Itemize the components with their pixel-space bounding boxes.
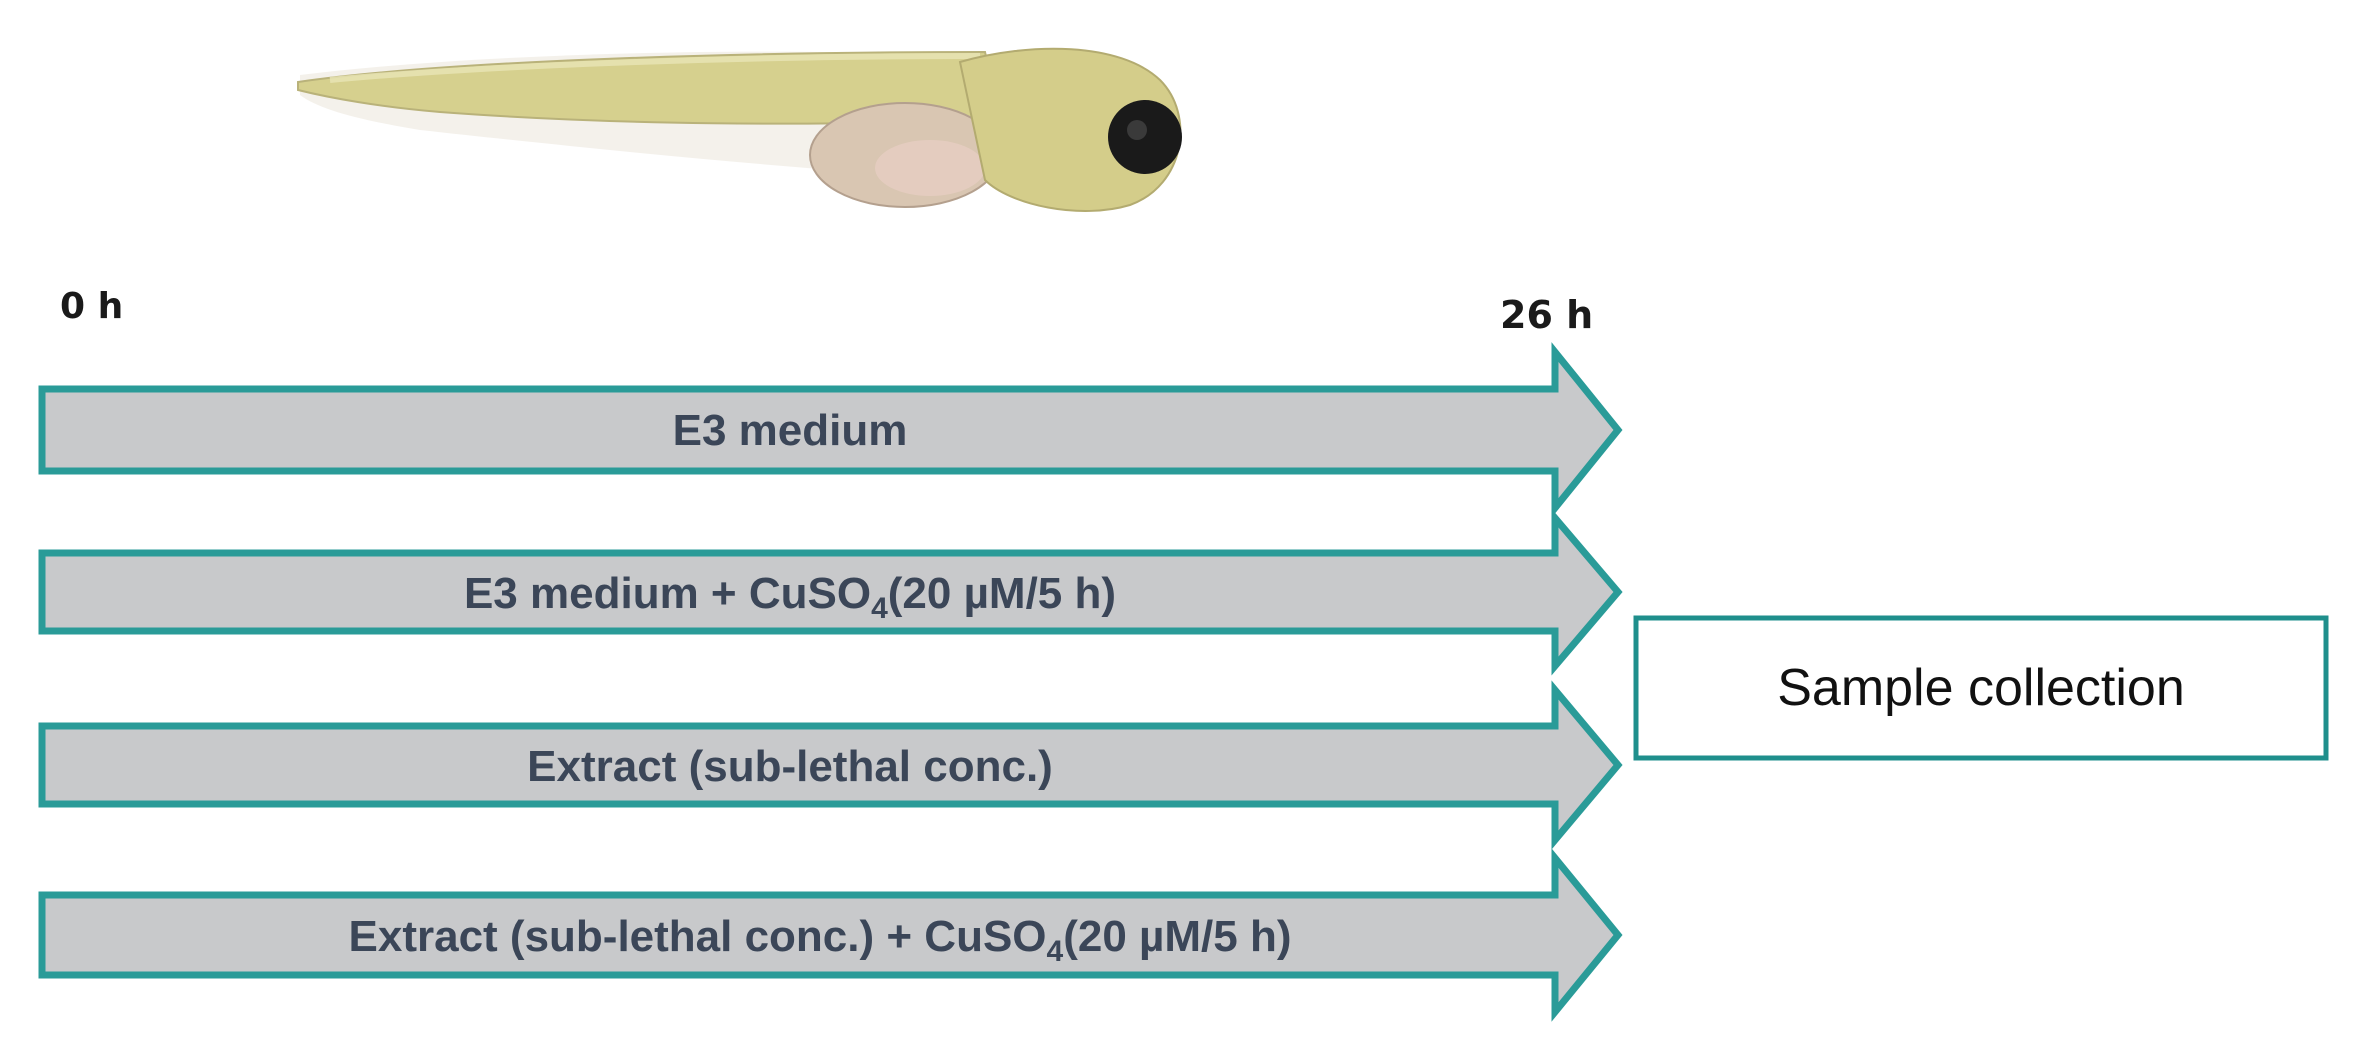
treatment-label-2: Extract (sub-lethal conc.) — [527, 742, 1053, 791]
treatment-label-1-part-1: 4 — [871, 592, 888, 625]
timeline-start-label: 0 h — [60, 286, 123, 327]
sample-collection-label: Sample collection — [1777, 659, 2185, 717]
treatment-label-3: Extract (sub-lethal conc.) + CuSO4(20 µM… — [349, 912, 1292, 968]
treatment-label-1-part-2: (20 µM/5 h) — [888, 569, 1116, 618]
treatment-label-0: E3 medium — [673, 406, 908, 455]
treatment-arrow-2: Extract (sub-lethal conc.) — [38, 680, 1623, 850]
treatment-label-0-part-0: E3 medium — [673, 406, 908, 455]
treatment-label-1-part-0: E3 medium + CuSO — [464, 569, 871, 618]
treatment-arrow-1: E3 medium + CuSO4(20 µM/5 h) — [38, 508, 1623, 676]
treatment-arrow-0: E3 medium — [38, 342, 1623, 518]
treatment-label-3-part-0: Extract (sub-lethal conc.) + CuSO — [349, 912, 1047, 961]
treatment-label-3-part-1: 4 — [1047, 935, 1064, 968]
treatment-label-1: E3 medium + CuSO4(20 µM/5 h) — [464, 569, 1116, 625]
treatment-label-2-part-0: Extract (sub-lethal conc.) — [527, 742, 1053, 791]
timeline-end-label: 26 h — [1500, 293, 1593, 337]
zebrafish-larva-icon — [297, 47, 1182, 212]
treatment-arrow-3: Extract (sub-lethal conc.) + CuSO4(20 µM… — [38, 848, 1623, 1022]
treatment-label-3-part-2: (20 µM/5 h) — [1063, 912, 1291, 961]
sample-collection-box: Sample collection — [1633, 615, 2329, 761]
